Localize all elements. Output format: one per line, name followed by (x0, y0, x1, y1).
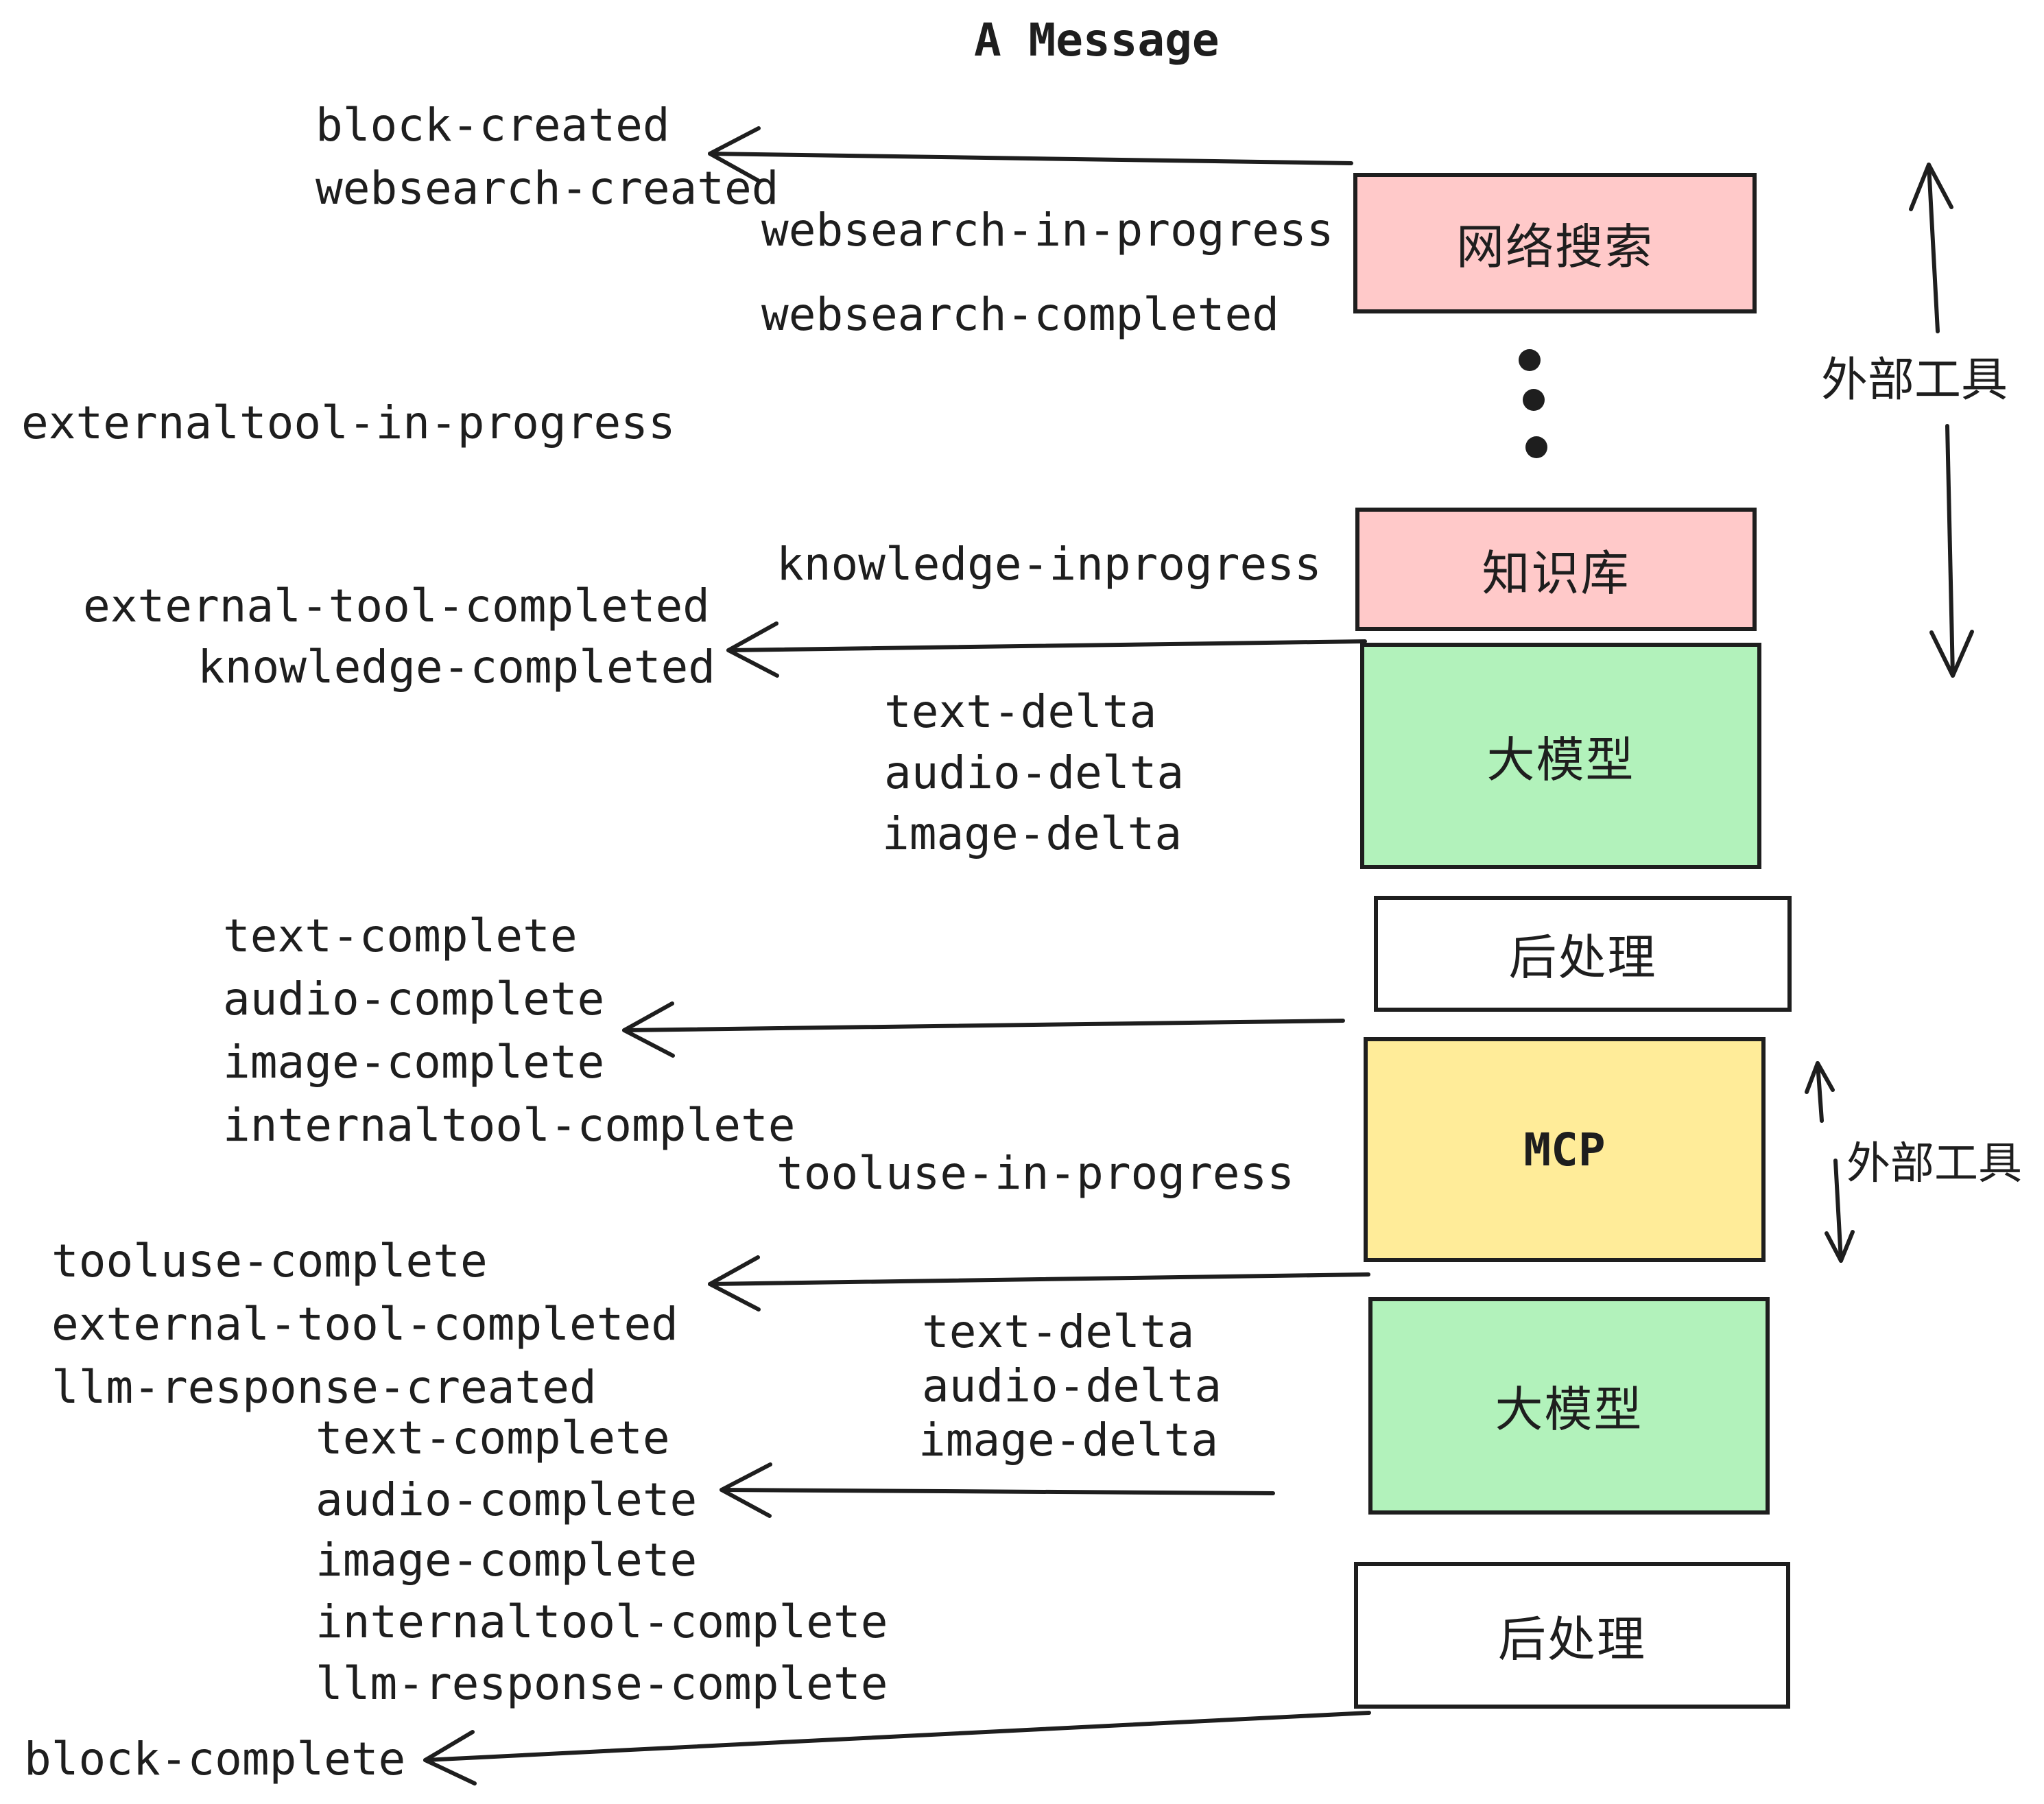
diagram-title: A Message (974, 14, 1220, 67)
arrow-knowledge-to-knowledge-completed (726, 621, 1367, 678)
event-audio-delta-1: audio-delta (884, 746, 1185, 799)
event-tooluse-in-progress: tooluse-in-progress (776, 1147, 1294, 1200)
event-tooluse-complete: tooluse-complete (51, 1235, 488, 1287)
arrow-mcp-external-up (1805, 1061, 1835, 1123)
box-knowledge: 知识库 (1355, 508, 1757, 631)
event-internaltool-complete-1: internaltool-complete (223, 1099, 796, 1152)
arrow-external-tools-up (1909, 163, 1953, 333)
event-image-delta-2: image-delta (918, 1414, 1219, 1467)
box-llm-1-label: 大模型 (1486, 731, 1635, 788)
event-websearch-created: websearch-created (316, 162, 779, 215)
arrow-llm2-to-audio-complete (720, 1462, 1275, 1518)
event-llm-response-created: llm-response-created (51, 1361, 597, 1414)
ellipsis-dot (1523, 389, 1545, 411)
box-postprocess-1: 后处理 (1374, 896, 1792, 1012)
event-text-complete-1: text-complete (223, 910, 578, 962)
external-tools-label-mcp: 外部工具 (1846, 1139, 2022, 1189)
event-websearch-in-progress: websearch-in-progress (761, 204, 1334, 257)
event-external-tool-completed-1: external-tool-completed (83, 580, 710, 632)
box-knowledge-label: 知识库 (1482, 545, 1630, 602)
box-llm-2: 大模型 (1368, 1297, 1770, 1515)
box-websearch-label: 网络搜索 (1456, 219, 1654, 275)
event-audio-complete-1: audio-complete (223, 973, 605, 1025)
box-mcp-label: MCP (1523, 1123, 1606, 1176)
event-llm-response-complete: llm-response-complete (316, 1657, 888, 1710)
event-knowledge-inprogress: knowledge-inprogress (776, 538, 1322, 591)
box-websearch: 网络搜索 (1353, 173, 1757, 313)
box-postprocess-2-label: 后处理 (1498, 1611, 1646, 1667)
event-image-complete-1: image-complete (223, 1036, 605, 1089)
box-llm-1: 大模型 (1360, 643, 1761, 869)
arrow-postprocess2-to-block-complete (423, 1711, 1371, 1785)
event-externaltool-in-progress: externaltool-in-progress (21, 396, 676, 449)
event-audio-complete-2: audio-complete (316, 1473, 698, 1526)
ellipsis-dot (1519, 349, 1541, 371)
ellipsis-dot (1525, 436, 1547, 458)
event-websearch-completed: websearch-completed (761, 288, 1279, 341)
event-external-tool-completed-2: external-tool-completed (51, 1298, 678, 1351)
event-image-complete-2: image-complete (316, 1534, 698, 1587)
arrow-postprocess-to-image-complete (622, 1001, 1345, 1058)
event-audio-delta-2: audio-delta (922, 1360, 1222, 1412)
event-text-delta-1: text-delta (884, 685, 1157, 738)
event-internaltool-complete-2: internaltool-complete (316, 1595, 888, 1648)
event-text-complete-2: text-complete (316, 1412, 670, 1464)
arrow-external-tools-down (1929, 424, 1974, 678)
event-block-created: block-created (316, 99, 670, 152)
box-postprocess-2: 后处理 (1354, 1562, 1790, 1709)
event-image-delta-1: image-delta (882, 807, 1183, 860)
box-postprocess-1-label: 后处理 (1508, 929, 1657, 986)
box-llm-2-label: 大模型 (1495, 1381, 1643, 1438)
event-knowledge-completed: knowledge-completed (198, 641, 715, 693)
arrow-websearch-to-block-created (708, 126, 1353, 182)
event-text-delta-2: text-delta (922, 1305, 1195, 1358)
arrow-mcp-to-tooluse-complete (708, 1255, 1370, 1312)
external-tools-label-top: 外部工具 (1821, 353, 2008, 407)
box-mcp: MCP (1364, 1037, 1766, 1262)
event-block-complete: block-complete (24, 1733, 406, 1785)
